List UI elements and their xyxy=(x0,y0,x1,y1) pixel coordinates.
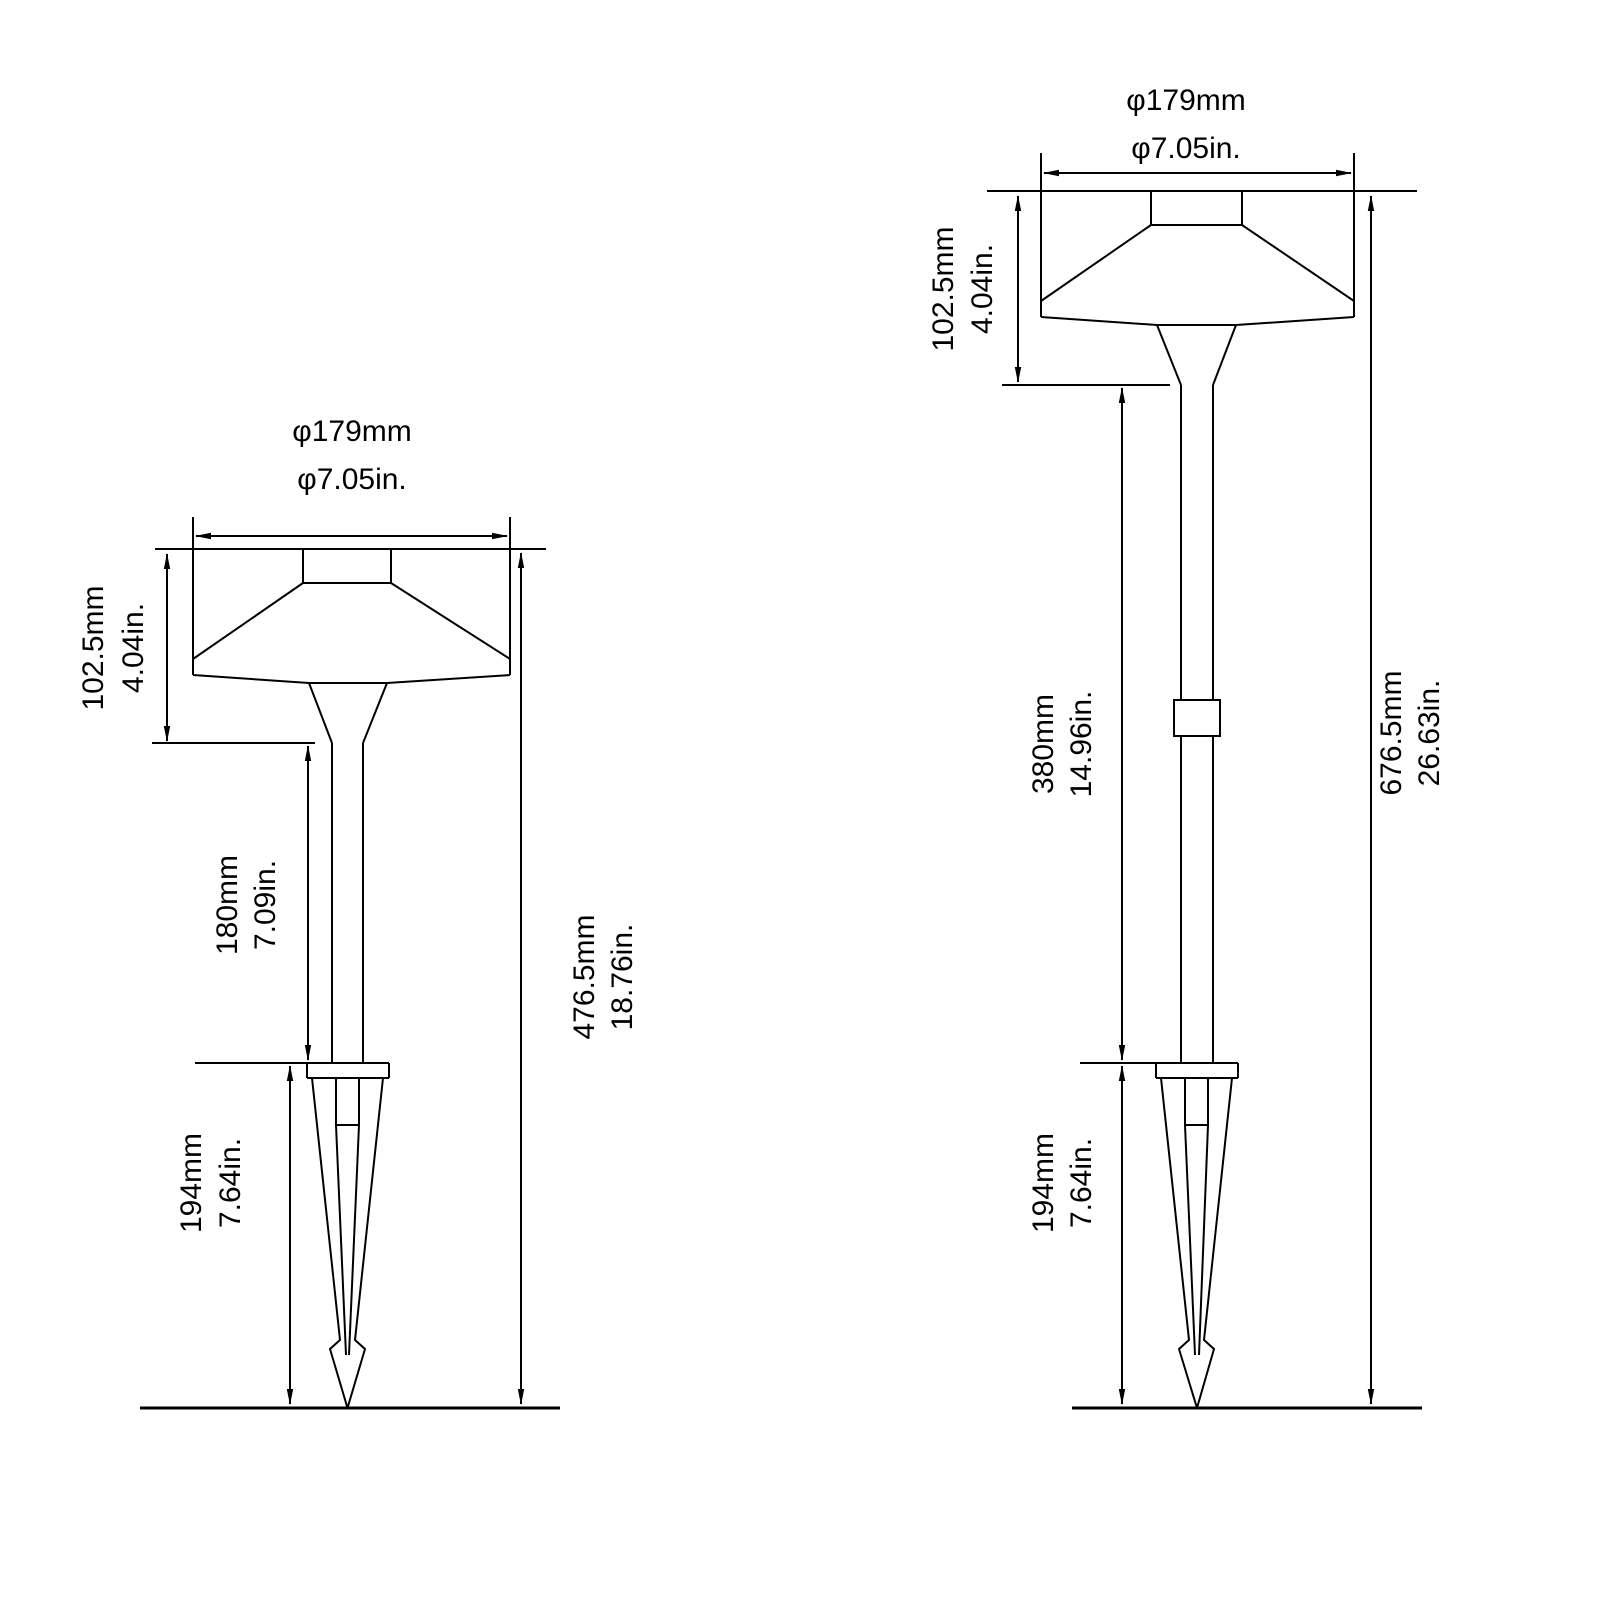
right-figure: φ179mm φ7.05in. 102.5mm 4.04in. 380mm 14… xyxy=(927,84,1446,1410)
left-shade-height-in-label: 4.04in. xyxy=(117,603,150,693)
left-total-mm-label: 476.5mm xyxy=(568,914,601,1039)
right-lamp-shade xyxy=(1040,191,1355,386)
left-spike-in-label: 7.64in. xyxy=(214,1138,247,1228)
left-lamp-pole xyxy=(331,743,364,1063)
left-total-in-label: 18.76in. xyxy=(606,924,639,1031)
right-spike-in-label: 7.64in. xyxy=(1065,1138,1098,1228)
right-spike-mm-label: 194mm xyxy=(1027,1133,1060,1233)
left-dimensions xyxy=(140,517,560,1410)
right-total-in-label: 26.63in. xyxy=(1413,680,1446,787)
right-diameter-in-label: φ7.05in. xyxy=(1131,132,1241,165)
right-stem-mm-label: 380mm xyxy=(1027,694,1060,794)
right-shade-height-mm-label: 102.5mm xyxy=(927,226,960,351)
left-diameter-extension-lines xyxy=(192,517,511,675)
left-ground-spike xyxy=(306,1062,390,1409)
left-diameter-in-label: φ7.05in. xyxy=(297,463,407,496)
right-total-mm-label: 676.5mm xyxy=(1375,670,1408,795)
left-stem-in-label: 7.09in. xyxy=(249,860,282,950)
right-lamp xyxy=(1040,191,1355,1409)
left-stem-mm-label: 180mm xyxy=(211,855,244,955)
right-diameter-mm-label: φ179mm xyxy=(1126,84,1246,117)
left-shade-height-mm-label: 102.5mm xyxy=(77,585,110,710)
right-ground-spike xyxy=(1155,1062,1239,1409)
right-labels: φ179mm φ7.05in. 102.5mm 4.04in. 380mm 14… xyxy=(927,84,1446,1233)
left-lamp-shade xyxy=(192,549,511,744)
right-stem-in-label: 14.96in. xyxy=(1065,691,1098,798)
left-lamp xyxy=(192,549,511,1409)
left-figure: φ179mm φ7.05in. 102.5mm 4.04in. 180mm 7.… xyxy=(77,415,639,1410)
right-diameter-extension-lines xyxy=(1040,153,1355,317)
left-spike-mm-label: 194mm xyxy=(175,1133,208,1233)
right-pole-coupler xyxy=(1173,699,1221,737)
left-diameter-mm-label: φ179mm xyxy=(292,415,412,448)
left-labels: φ179mm φ7.05in. 102.5mm 4.04in. 180mm 7.… xyxy=(77,415,639,1233)
right-shade-height-in-label: 4.04in. xyxy=(966,244,999,334)
right-dimensions xyxy=(987,153,1422,1410)
